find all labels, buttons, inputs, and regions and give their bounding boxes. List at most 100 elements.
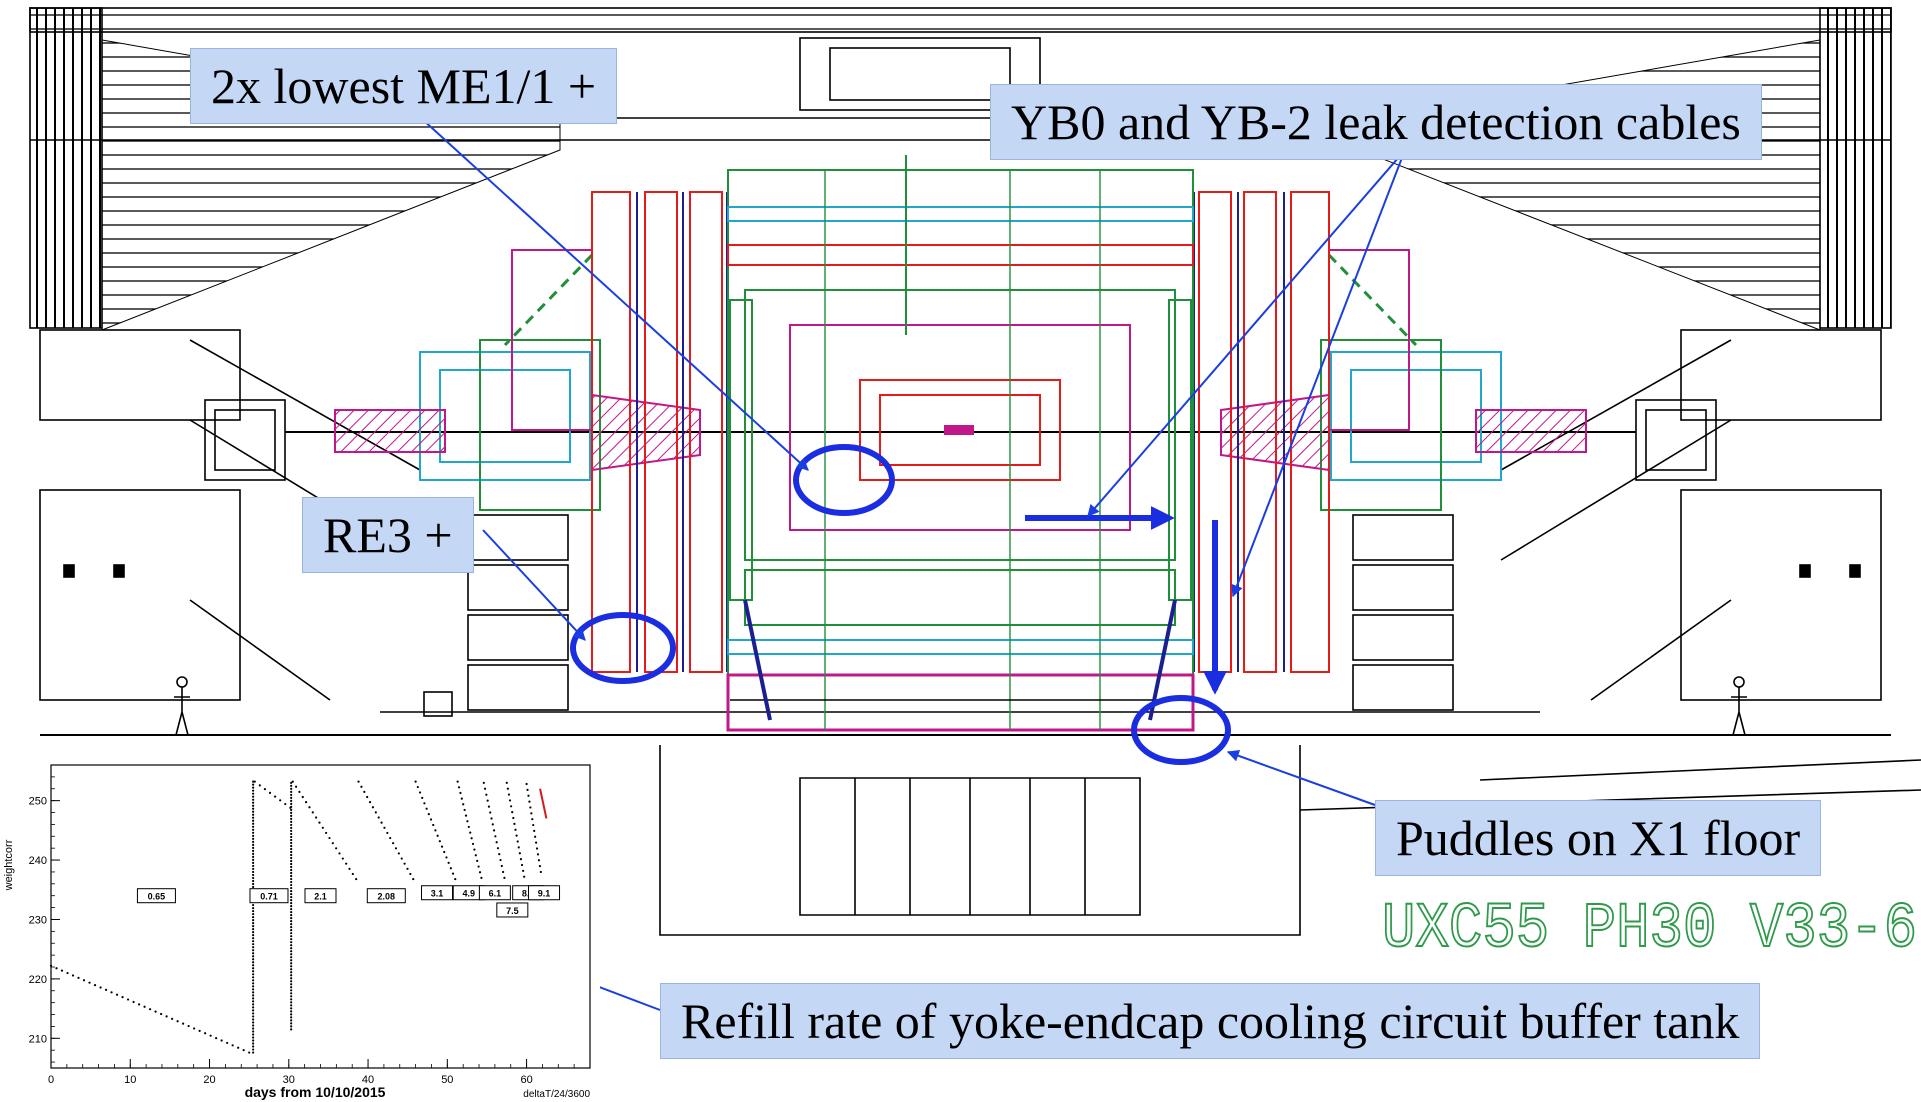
data-point <box>170 1017 174 1020</box>
data-point <box>252 786 255 789</box>
data-point <box>159 1012 163 1016</box>
data-point <box>182 1022 185 1025</box>
data-point <box>490 817 493 820</box>
data-point <box>252 1006 255 1009</box>
data-point <box>290 889 293 893</box>
data-point <box>252 919 255 922</box>
data-point <box>252 882 255 886</box>
data-point <box>528 800 531 803</box>
data-point <box>526 788 529 791</box>
right-tower-block-2 <box>1352 564 1454 611</box>
y-tick-label: 240 <box>29 855 47 867</box>
data-point <box>252 792 255 795</box>
data-point <box>252 1048 255 1051</box>
corner-label: deltaT/24/3600 <box>523 1089 590 1100</box>
data-point <box>252 952 255 955</box>
data-point <box>237 1046 240 1049</box>
data-point <box>409 872 412 876</box>
cavern-top-wall <box>29 7 1892 33</box>
data-point <box>252 834 255 837</box>
barrel <box>726 155 1195 732</box>
data-point <box>252 903 255 907</box>
data-point <box>252 955 255 958</box>
left-tower-block-2 <box>467 564 569 611</box>
data-point <box>290 874 293 878</box>
data-point <box>380 821 383 824</box>
data-point <box>252 973 255 976</box>
data-point <box>252 801 255 804</box>
data-point <box>290 793 293 796</box>
data-point <box>252 870 255 874</box>
data-point <box>457 786 461 789</box>
data-point <box>77 976 80 979</box>
data-point <box>252 991 255 994</box>
data-point <box>252 1051 255 1054</box>
data-point <box>290 841 293 845</box>
data-point <box>290 1022 293 1025</box>
puddle-leader <box>1226 750 1376 806</box>
data-point <box>355 877 358 881</box>
data-point <box>104 988 108 992</box>
data-point <box>478 871 482 874</box>
barrel-green-mid <box>744 289 1176 561</box>
data-point <box>290 962 293 965</box>
plot-labels: 0.650.712.12.083.14.96.17.58.49.1 <box>136 885 561 918</box>
data-point <box>535 841 538 844</box>
left-tower-block-1 <box>467 514 569 561</box>
data-point <box>338 852 341 855</box>
plot-marks <box>49 780 548 1054</box>
y-tick-label: 230 <box>29 914 47 926</box>
data-point <box>252 795 255 798</box>
data-point <box>290 823 293 827</box>
person-figure-left <box>174 676 190 736</box>
data-point <box>290 929 293 932</box>
refill-rate-label: 3.1 <box>431 889 444 899</box>
right-tower-block-1 <box>1352 514 1454 561</box>
data-point <box>454 877 457 881</box>
data-point <box>290 898 293 902</box>
data-point <box>290 802 293 805</box>
data-point <box>252 1027 255 1030</box>
right-disk-red-2 <box>1243 191 1277 673</box>
data-point <box>290 998 293 1001</box>
data-point <box>290 1007 293 1010</box>
data-point <box>290 805 293 808</box>
refill-rate-box <box>136 888 176 904</box>
data-point <box>527 794 530 797</box>
data-point <box>290 1028 293 1031</box>
data-point <box>231 1044 234 1047</box>
data-point <box>220 1039 223 1042</box>
data-point <box>476 859 479 862</box>
refill-rate-box <box>528 885 561 901</box>
data-point <box>290 808 293 811</box>
data-point <box>360 785 363 788</box>
data-point <box>252 819 255 822</box>
y-tick-label: 220 <box>29 974 47 986</box>
data-point <box>290 790 293 793</box>
data-point <box>290 935 293 938</box>
data-point <box>321 826 324 829</box>
data-point <box>507 793 511 796</box>
refill-rate-box <box>366 888 406 904</box>
data-point <box>290 862 293 866</box>
refill-rate-box <box>249 888 289 904</box>
data-point <box>252 876 255 880</box>
data-point <box>252 976 255 979</box>
data-point <box>538 864 542 868</box>
callout-refill-rate: Refill rate of yoke-endcap cooling circu… <box>660 983 1761 1059</box>
data-point <box>290 983 293 986</box>
yb-leader-2 <box>1231 149 1406 598</box>
data-point <box>252 922 255 925</box>
cavern-right-wall <box>1819 7 1892 329</box>
data-point <box>486 799 489 802</box>
data-point <box>252 915 255 919</box>
x-axis-label: days from 10/10/2015 <box>245 1084 386 1100</box>
data-point <box>115 993 119 996</box>
data-point <box>290 950 293 953</box>
data-point <box>143 1005 146 1008</box>
left-disk-towers <box>467 514 569 711</box>
left-tower-block-4 <box>467 664 569 711</box>
data-point <box>290 829 293 833</box>
